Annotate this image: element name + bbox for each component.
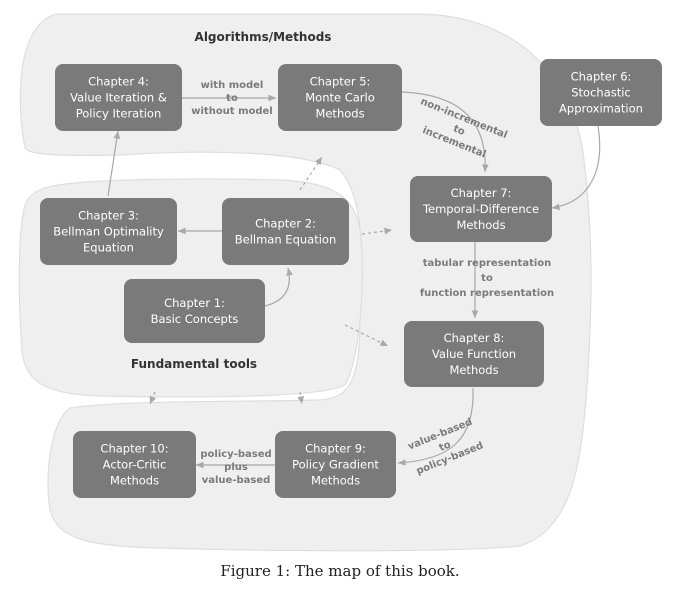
edge-label-line: without model [191, 106, 272, 117]
chapter-box-line: Methods [315, 107, 364, 121]
chapter-box-line: Bellman Optimality [53, 225, 164, 239]
dashed-arrow-lower-right [344, 324, 389, 347]
edge-label-ch9-ch10: policy-based plus value-based [200, 449, 271, 486]
chapter-box-line: Chapter 6: [571, 70, 632, 84]
chapter-box-line: Chapter 9: [305, 442, 366, 456]
dashed-arrow-upper [299, 156, 323, 191]
edge-label-line: policy-based [200, 449, 271, 460]
chapter-box-bg [404, 321, 544, 387]
fundamental-region-title: Fundamental tools [131, 357, 257, 371]
edge-label-line: plus [224, 462, 248, 473]
chapter-box-line: Value Function [432, 347, 516, 361]
chapter-box-bg [40, 198, 177, 265]
dashed-arrow-right [361, 227, 393, 235]
algorithms-region-title: Algorithms/Methods [195, 30, 332, 44]
chapter-box-line: Actor-Critic [103, 458, 167, 472]
chapter-box-4: Chapter 4: Value Iteration & Policy Iterat… [55, 64, 182, 131]
chapter-box-bg [55, 64, 182, 131]
arrows [107, 91, 601, 469]
chapter-box-1: Chapter 1: Basic Concepts [124, 279, 265, 343]
arrow-ch6-ch7 [551, 125, 601, 211]
chapter-box-line: Chapter 5: [310, 75, 371, 89]
chapter-box-line: Equation [83, 241, 134, 255]
chapter-box-line: Methods [311, 474, 360, 488]
chapter-box-line: Approximation [559, 102, 643, 116]
chapter-box-line: Policy Iteration [76, 107, 162, 121]
chapter-box-line: Chapter 7: [451, 186, 512, 200]
chapter-box-line: Chapter 2: [255, 217, 316, 231]
chapter-box-line: Chapter 10: [100, 442, 168, 456]
dashed-arrow-lower-left [149, 391, 157, 405]
chapter-box-line: Bellman Equation [235, 233, 336, 247]
chapter-box-line: Methods [456, 218, 505, 232]
chapter-box-line: Methods [110, 474, 159, 488]
arrow-ch5-ch7 [401, 91, 489, 173]
edge-label-ch4-ch5: with model to without model [191, 80, 272, 117]
chapter-box-bg [124, 279, 265, 343]
chapter-box-line: Chapter 4: [88, 75, 149, 89]
chapter-box-line: Basic Concepts [151, 312, 239, 326]
edge-label-line: to [438, 439, 453, 454]
chapter-boxes: Chapter 1: Basic Concepts Chapter 2: Bellma… [40, 59, 662, 498]
chapter-box-bg [73, 431, 196, 498]
edge-label-line: to [451, 123, 466, 138]
dashed-arrow-lower-mid [297, 391, 305, 405]
chapter-box-line: Value Iteration & [70, 91, 167, 105]
edge-label-ch7-ch8: tabular representation to function represe… [420, 258, 554, 299]
chapter-box-bg [275, 431, 396, 498]
chapter-box-line: Methods [449, 363, 498, 377]
chapter-box-line: Monte Carlo [305, 91, 375, 105]
chapter-box-bg [222, 198, 349, 265]
edge-label-line: to [481, 273, 493, 284]
edge-label-line: to [226, 93, 238, 104]
edge-label-line: value-based [202, 475, 271, 486]
chapter-box-bg [410, 176, 552, 242]
chapter-box-2: Chapter 2: Bellman Equation [222, 198, 349, 265]
chapter-box-line: Chapter 1: [164, 296, 225, 310]
chapter-box-line: Chapter 8: [444, 331, 505, 345]
figure-caption: Figure 1: The map of this book. [220, 562, 460, 580]
edge-label-line: with model [201, 80, 264, 91]
chapter-box-line: Policy Gradient [292, 458, 379, 472]
chapter-box-bg [278, 64, 402, 131]
chapter-box-line: Chapter 3: [78, 209, 139, 223]
arrow-ch8-ch9 [397, 387, 474, 466]
edge-label-line: function representation [420, 288, 554, 299]
chapter-box-line: Stochastic [571, 86, 631, 100]
arrow-ch3-ch4 [107, 130, 121, 197]
chapter-box-bg [540, 59, 662, 126]
arrow-ch1-ch2 [264, 267, 293, 307]
edge-label-line: tabular representation [423, 258, 552, 269]
algorithms-region [19, 13, 592, 552]
chapter-box-line: Temporal-Difference [422, 202, 539, 216]
